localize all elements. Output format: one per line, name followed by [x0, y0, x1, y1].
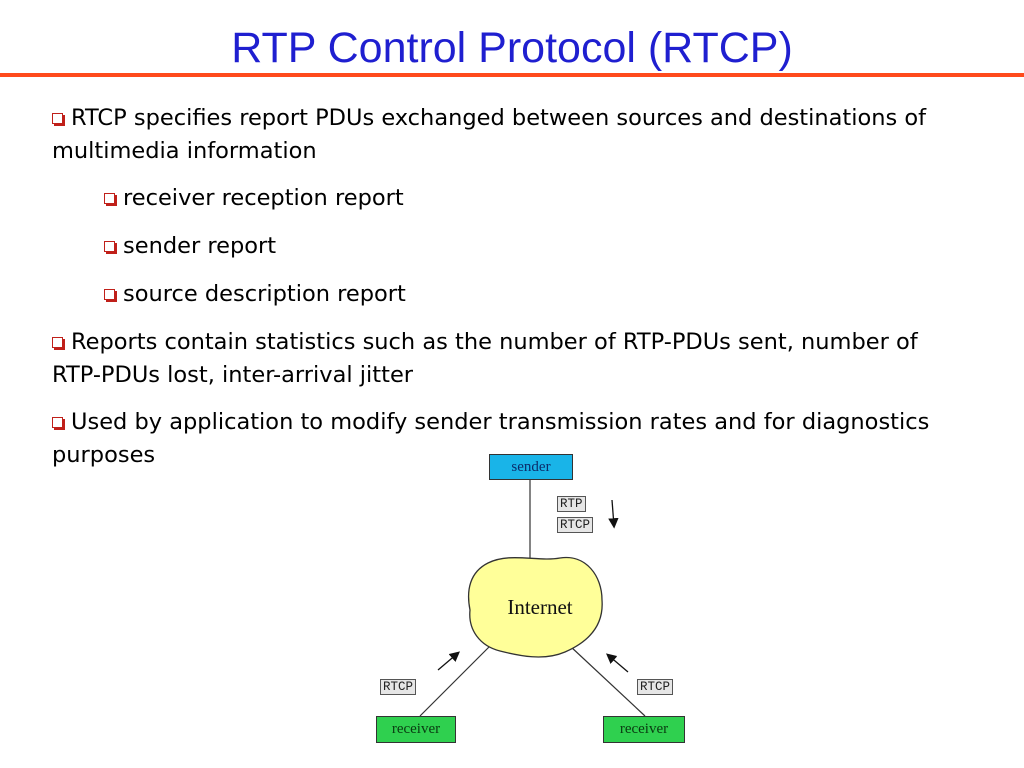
down-arrow-icon	[608, 499, 619, 529]
square-bullet-icon	[52, 417, 63, 428]
bullet-text: sender report	[123, 233, 277, 259]
square-bullet-icon	[104, 193, 115, 204]
square-bullet-icon	[52, 337, 63, 348]
slide-title: RTP Control Protocol (RTCP)	[231, 24, 793, 72]
sub-bullet-item: sender report	[104, 230, 952, 263]
sender-node: sender	[489, 454, 573, 480]
up-right-arrow-icon	[437, 651, 460, 671]
square-bullet-icon	[104, 241, 115, 252]
internet-cloud-shape	[467, 556, 603, 658]
left-receiver-link	[419, 645, 491, 717]
square-bullet-icon	[52, 113, 63, 124]
bullet-text: receiver reception report	[123, 185, 404, 211]
internet-label: Internet	[507, 595, 573, 619]
up-left-arrow-icon	[606, 653, 629, 673]
right-receiver-link	[569, 645, 646, 717]
bullet-item: Used by application to modify sender tra…	[52, 406, 952, 472]
diagram-graphics	[419, 480, 646, 717]
rtcp-network-diagram: sender RTP RTCP Internet RTCP RTCP recei…	[360, 450, 700, 750]
bullet-text: source description report	[123, 281, 406, 307]
square-bullet-icon	[104, 289, 115, 300]
sub-bullet-item: receiver reception report	[104, 182, 952, 215]
rtp-tag: RTP	[557, 496, 586, 512]
bullet-text: RTCP specifies report PDUs exchanged bet…	[52, 105, 927, 164]
bullet-text: Used by application to modify sender tra…	[52, 409, 930, 468]
receiver-node-right: receiver	[603, 716, 685, 743]
bullet-item: RTCP specifies report PDUs exchanged bet…	[52, 102, 952, 168]
bullet-list: RTCP specifies report PDUs exchanged bet…	[52, 102, 952, 486]
bullet-text: Reports contain statistics such as the n…	[52, 329, 918, 388]
rtcp-tag-left-receiver: RTCP	[380, 679, 417, 695]
rtcp-tag-sender: RTCP	[557, 517, 594, 533]
sub-bullet-item: source description report	[104, 278, 952, 311]
title-underline	[0, 73, 1024, 77]
bullet-item: Reports contain statistics such as the n…	[52, 326, 952, 392]
rtcp-tag-right-receiver: RTCP	[637, 679, 674, 695]
receiver-node-left: receiver	[376, 716, 456, 743]
